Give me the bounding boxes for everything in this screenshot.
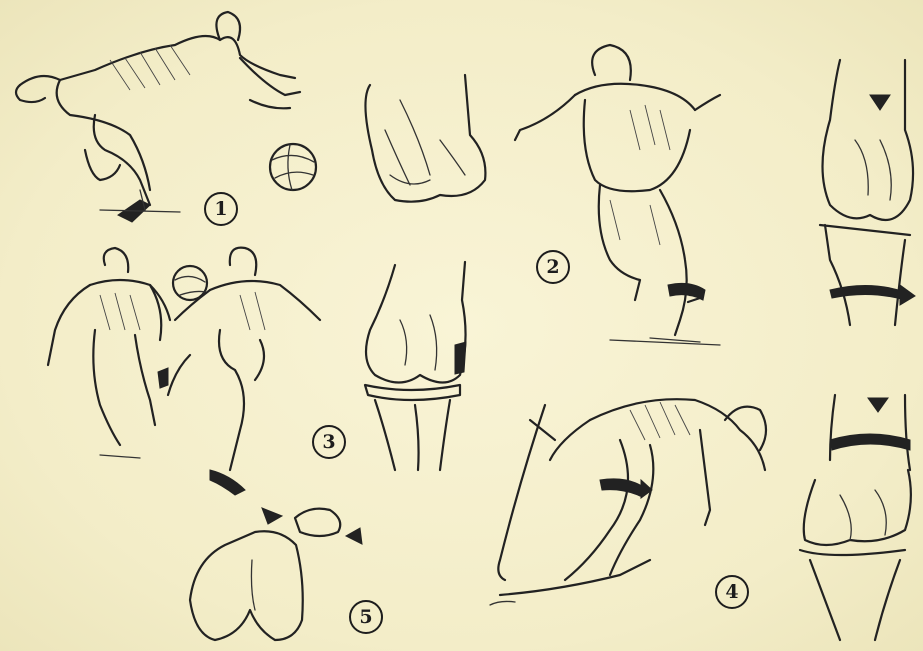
patella-fracture-sketch bbox=[190, 508, 362, 640]
knee-joint-sketch-right-top bbox=[820, 60, 915, 325]
femur-sketch-top bbox=[365, 75, 485, 202]
figure-label-2: 2 bbox=[536, 250, 570, 284]
figure-label-3: 3 bbox=[312, 425, 346, 459]
knee-joint-sketch-right-bottom bbox=[800, 395, 911, 640]
diving-player-drawing bbox=[16, 12, 300, 222]
skier-drawing bbox=[490, 399, 766, 605]
player-back-drawing bbox=[515, 45, 720, 345]
ball-icon bbox=[270, 144, 316, 190]
figure-label-5: 5 bbox=[349, 600, 383, 634]
knee-joint-sketch-middle bbox=[365, 262, 466, 470]
figure-label-4: 4 bbox=[715, 575, 749, 609]
two-players-drawing bbox=[48, 248, 320, 495]
figure-label-1: 1 bbox=[204, 192, 238, 226]
